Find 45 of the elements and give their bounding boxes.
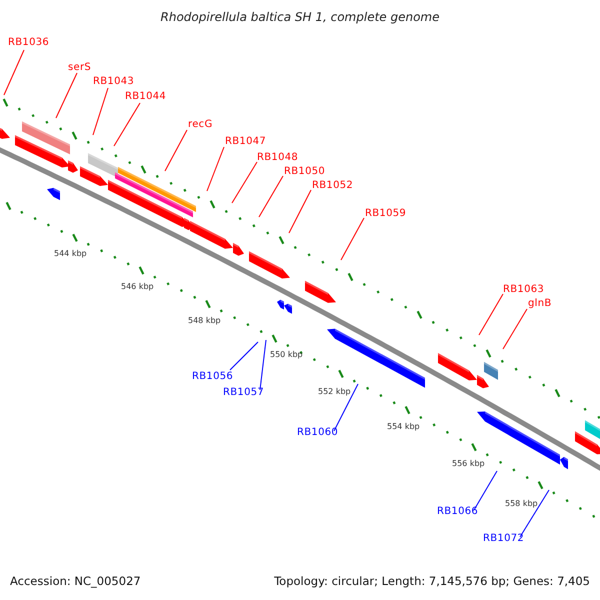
leader-line — [114, 102, 140, 146]
leader-line — [502, 308, 528, 350]
leader-line — [232, 162, 258, 204]
gene-label: RB1047 — [225, 137, 266, 147]
gene-label: RB1060 — [297, 428, 338, 438]
position-label: 558 kbp — [505, 500, 538, 508]
gene-label: RB1050 — [284, 167, 326, 177]
gene-label: serS — [68, 63, 92, 73]
position-label: 554 kbp — [387, 423, 420, 431]
gene-label: RB1066 — [437, 507, 478, 517]
gene-label: RB1044 — [125, 92, 166, 102]
leader-line — [230, 342, 258, 370]
leader-line — [164, 130, 188, 172]
gene-label: RB1056 — [192, 372, 234, 382]
leader-line — [334, 384, 358, 432]
leader-line — [288, 190, 312, 234]
gene-label: RB1057 — [223, 388, 264, 398]
position-label: 556 kbp — [452, 460, 485, 468]
leader-line — [340, 218, 364, 260]
chart-title: Rhodopirellula baltica SH 1, complete genome — [160, 11, 440, 23]
leader-line — [478, 294, 504, 336]
gene-label: RB1052 — [312, 181, 354, 191]
leader-line — [520, 490, 550, 538]
gene-label: RB1048 — [257, 153, 298, 163]
leader-line — [474, 470, 498, 510]
gene-label: recG — [188, 120, 212, 130]
accession-text: Accession: NC_005027 — [10, 576, 141, 588]
gene-label: RB1036 — [8, 38, 50, 48]
position-label: 546 kbp — [121, 283, 154, 291]
gene-label: RB1072 — [483, 534, 524, 544]
leader-line — [92, 88, 108, 136]
position-label: 552 kbp — [318, 388, 351, 396]
gene-label: glnB — [528, 299, 552, 309]
position-label: 550 kbp — [270, 351, 303, 359]
position-label: 544 kbp — [54, 250, 87, 258]
leader-line — [206, 146, 224, 192]
gene-label: RB1043 — [93, 77, 134, 87]
leader-line — [4, 50, 24, 96]
genome-summary: Topology: circular; Length: 7,145,576 bp; Genes: 7,405 — [274, 576, 590, 588]
leader-line — [260, 340, 266, 390]
leader-line — [56, 72, 78, 118]
leader-line — [258, 176, 284, 218]
position-label: 548 kbp — [188, 317, 221, 325]
gene-label: RB1063 — [503, 285, 544, 295]
gene-label: RB1059 — [365, 209, 406, 219]
